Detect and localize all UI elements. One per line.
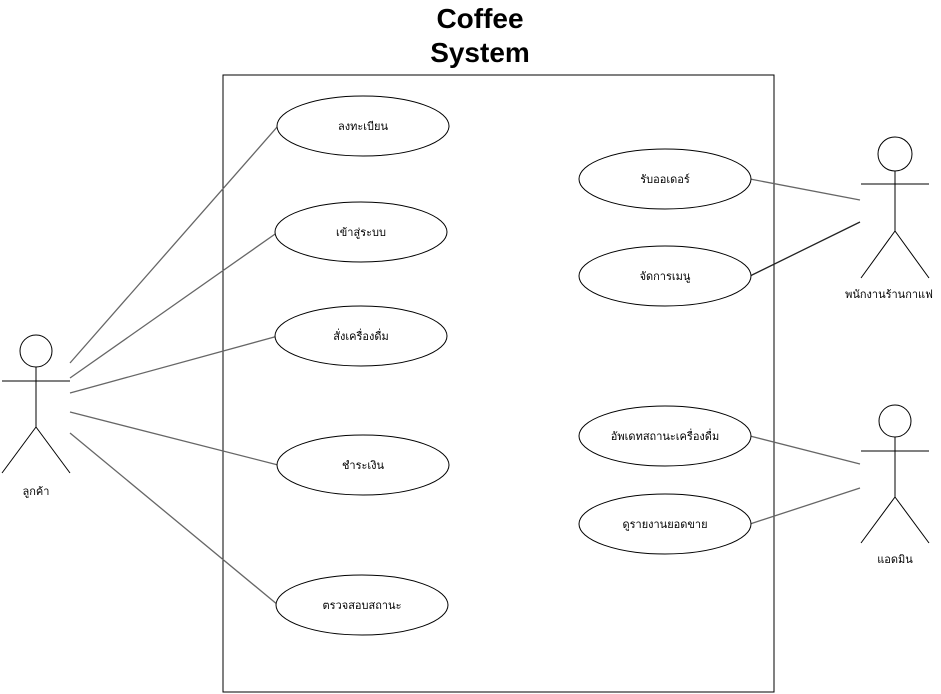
association-admin-update xyxy=(749,435,861,465)
actor-leg-right xyxy=(894,230,930,279)
use-case-update-label: อัพเดทสถานะเครื่องดื่ม xyxy=(610,430,720,443)
title-line-2: System xyxy=(430,37,530,68)
actor-leg-left xyxy=(860,230,896,279)
use-case-receive-label: รับออเดอร์ xyxy=(640,173,690,186)
system-boundary xyxy=(222,74,775,693)
diagram-title: Coffee System xyxy=(380,2,580,70)
use-case-order xyxy=(274,305,448,367)
use-case-pay-label: ชำระเงิน xyxy=(341,459,385,472)
association-customer-order xyxy=(69,335,279,394)
actor-leg-left xyxy=(1,426,37,474)
use-case-register xyxy=(276,95,450,157)
use-case-report-label: ดูรายงานยอดขาย xyxy=(622,518,708,531)
actor-head xyxy=(877,136,913,172)
use-case-login-label: เข้าสู่ระบบ xyxy=(336,226,386,239)
association-staff-menu xyxy=(749,221,861,277)
association-admin-report xyxy=(749,487,861,525)
actor-head xyxy=(878,404,912,438)
use-case-status xyxy=(275,574,449,636)
use-case-status-label: ตรวจสอบสถานะ xyxy=(322,599,402,612)
association-customer-register xyxy=(69,125,279,364)
use-case-order-label: สั่งเครื่องดื่ม xyxy=(333,330,389,343)
use-case-login xyxy=(274,201,448,263)
actor-admin-label: แอดมิน xyxy=(877,553,913,566)
actor-admin-figure xyxy=(860,404,930,544)
association-customer-login xyxy=(69,231,279,379)
use-case-receive xyxy=(578,148,752,210)
actor-leg-right xyxy=(894,496,930,544)
use-case-menu-label: จัดการเมนู xyxy=(639,270,691,283)
association-customer-status xyxy=(69,432,279,606)
actor-head xyxy=(19,334,53,368)
use-case-pay xyxy=(276,434,450,496)
actor-customer-label: ลูกค้า xyxy=(22,485,50,498)
associations xyxy=(69,125,861,606)
association-staff-receive xyxy=(749,178,861,201)
title-line-1: Coffee xyxy=(436,3,524,34)
actor-leg-left xyxy=(860,496,896,544)
actor-staff-figure xyxy=(860,136,930,279)
actor-leg-right xyxy=(35,426,71,474)
use-case-menu xyxy=(578,245,752,307)
use-case-report xyxy=(578,493,752,555)
use-case-update xyxy=(578,405,752,467)
association-customer-pay xyxy=(69,411,279,466)
use-case-register-label: ลงทะเบียน xyxy=(338,120,388,133)
actor-customer-figure xyxy=(1,334,71,474)
actor-staff-label: พนักงานร้านกาแฟ xyxy=(845,288,933,301)
